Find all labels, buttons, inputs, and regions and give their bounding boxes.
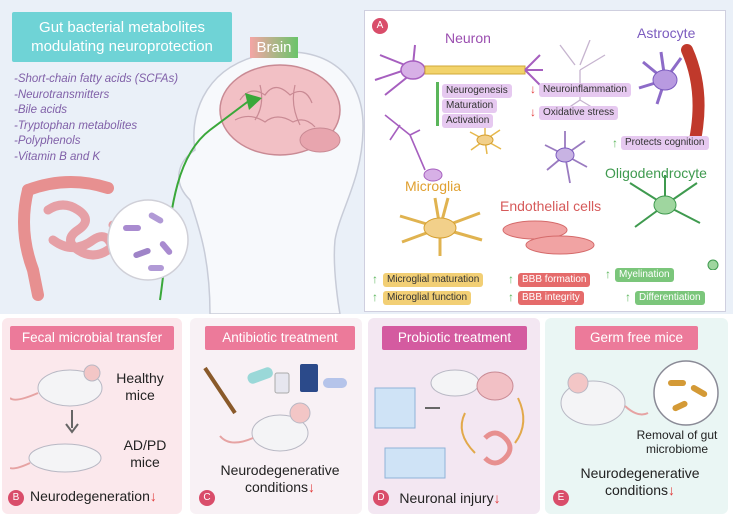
panel-c-title: Antibiotic treatment: [205, 326, 355, 350]
oligodendrocyte-icon: [629, 175, 719, 270]
down-arrow-icon: ↓: [530, 82, 536, 96]
metabolite-item: -Tryptophan metabolites: [14, 119, 138, 132]
panel-d-footer: Neuronal injury↓: [399, 490, 501, 506]
bacteria-zoom-icon: [653, 360, 719, 426]
down-arrow-icon: ↓: [530, 105, 536, 119]
glia-icon: [544, 131, 588, 184]
metabolite-item: -Bile acids: [14, 104, 68, 116]
antibiotic-illustration: [203, 364, 347, 452]
endothelial-icon: [502, 220, 595, 255]
up-arrow-icon: [436, 82, 439, 126]
neuron-tag: Maturation: [442, 99, 498, 113]
neuron-title: Neuron: [445, 30, 491, 46]
down-arrow-icon: ↓: [668, 482, 676, 498]
neuron-icon: [374, 44, 543, 96]
germ-free-illustration: [560, 360, 719, 426]
astrocyte-icon: [638, 44, 705, 146]
metabolite-item: -Neurotransmitters: [14, 88, 110, 101]
disease-mice-label: AD/PD mice: [123, 437, 167, 470]
down-arrow-icon: ↓: [493, 490, 501, 506]
microglia-icon: [399, 197, 483, 256]
probiotic-illustration: [374, 369, 525, 479]
neuron-down-tag: Oxidative stress: [539, 106, 619, 120]
panel-b: [2, 318, 182, 514]
neuron-tag: Activation: [442, 114, 494, 128]
metabolite-item: -Polyphenols: [14, 135, 81, 147]
metabolite-item: -Short-chain fatty acids (SCFAs): [14, 73, 179, 85]
down-arrow-icon: ↓: [149, 488, 157, 504]
metabolite-item: -Vitamin B and K: [14, 150, 101, 163]
up-arrow-icon: ↑: [372, 290, 378, 304]
panel-a: [364, 10, 726, 312]
panel-c-footer: Neurodegenerative conditions↓: [220, 462, 340, 495]
panel-b-footer: Neurodegeneration↓: [30, 488, 157, 504]
panel-b-badge: B: [8, 490, 24, 506]
cell-illustrations: [374, 40, 719, 270]
endothelial-tag: BBB formation: [518, 273, 591, 287]
up-arrow-icon: ↑: [372, 272, 378, 286]
up-arrow-icon: ↑: [612, 136, 618, 150]
neuron-down-tag: Neuroinflammation: [539, 83, 631, 97]
astrocyte-tag: Protects cognition: [621, 136, 709, 150]
bacteria-zoom-icon: [107, 199, 189, 281]
up-arrow-icon: ↑: [508, 290, 514, 304]
panel-c-badge: C: [199, 490, 215, 506]
microglia-small-icon: [469, 126, 502, 155]
up-arrow-icon: ↑: [625, 290, 631, 304]
mouse-illustration: [10, 364, 103, 473]
up-arrow-icon: ↑: [605, 267, 611, 281]
endothelial-title: Endothelial cells: [500, 198, 602, 214]
healthy-mice-label: Healthy mice: [116, 370, 164, 403]
astrocyte-title: Astrocyte: [637, 25, 696, 41]
neuron-tag: Neurogenesis: [442, 84, 512, 98]
oligo-tag: Myelination: [615, 268, 674, 282]
panel-a-badge: A: [372, 18, 388, 34]
figure-title: Gut bacterial metabolites modulating neu…: [12, 12, 232, 62]
panel-b-title: Fecal microbial transfer: [10, 326, 174, 350]
panel-d-title: Probiotic treatment: [382, 326, 527, 350]
panel-e-title: Germ free mice: [575, 326, 698, 350]
oligodendrocyte-title: Oligodendrocyte: [605, 165, 707, 181]
brain-label: Brain: [250, 37, 298, 58]
panel-e-badge: E: [553, 490, 569, 506]
microglia-title: Microglia: [405, 178, 462, 194]
microglia-tag: Microglial maturation: [383, 273, 484, 287]
metabolite-list: -Short-chain fatty acids (SCFAs) -Neurot…: [14, 72, 178, 165]
down-arrow-icon: ↓: [308, 479, 316, 495]
oligo-tag: Differentiation: [635, 291, 705, 305]
panel-e-footer: Neurodegenerative conditions↓: [580, 465, 700, 498]
microglia-tag: Microglial function: [383, 291, 472, 305]
endothelial-tag: BBB integrity: [518, 291, 584, 305]
removal-label: Removal of gut microbiome: [636, 428, 718, 456]
head-illustration: [159, 51, 364, 314]
up-arrow-icon: ↑: [508, 272, 514, 286]
panel-d-badge: D: [373, 490, 389, 506]
intestine-illustration: [18, 176, 189, 301]
